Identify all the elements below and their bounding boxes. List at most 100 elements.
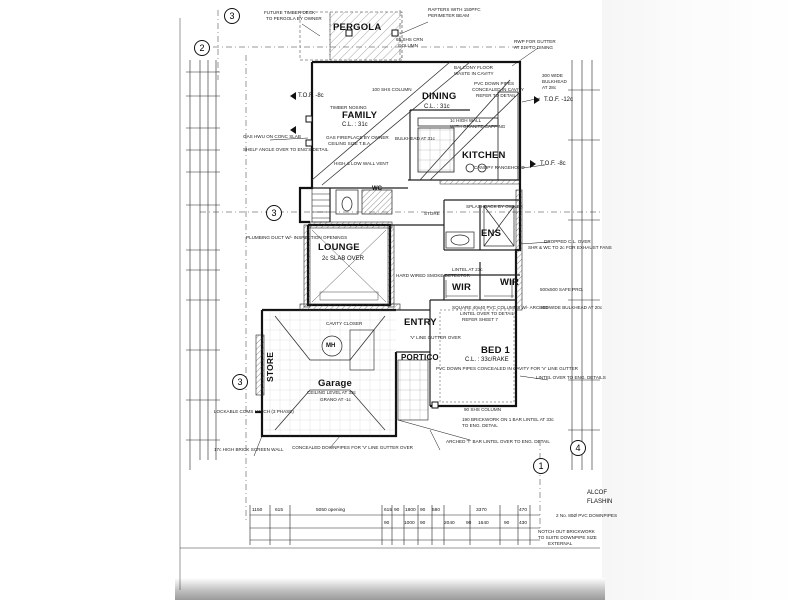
note-bulkhead-20c: 300 WIDE BULKHEAD AT 20c [540, 305, 603, 310]
note-tof-1: T.O.F. -8c [298, 93, 324, 99]
note-ceiling-size: CEILING SIZE T.B.A. [328, 141, 372, 146]
bottom-dimension-chains [249, 505, 540, 545]
room-label-dining: DINING [422, 91, 457, 102]
room-label-ens: ENS [481, 228, 502, 239]
dim-5050: 5050 opening [316, 508, 346, 513]
note-column-100: 100 SHS COLUMN [372, 87, 412, 92]
dim-615b: 615 [384, 508, 393, 513]
grid-bubble-1: 1 [533, 458, 549, 474]
right-dimension-chains [568, 60, 600, 470]
dim-90e: 90 [466, 521, 472, 526]
note-hard-wired: HARD WIRED SMOKE DETECTOR [396, 273, 470, 278]
dim-90f: 90 [504, 521, 510, 526]
dim-90c: 90 [384, 521, 390, 526]
dim-615a: 615 [275, 508, 284, 513]
note-bulkhead-at: AT 28c [542, 85, 557, 90]
stairs-family [311, 187, 331, 223]
note-concealed: CONCEALED IN CAVITY [472, 87, 524, 92]
note-column-sq: SQUARE 40x40 PVC COLUMNS W/- ARCHED [452, 305, 549, 310]
note-brickwork: 190 BRICKWORK ON 1 BAR LINTEL AT 33c [462, 417, 554, 422]
garage-detail [255, 310, 396, 436]
room-label-wir-right: WIR [500, 277, 520, 288]
grid-bubble-4: 4 [570, 440, 586, 456]
note-canopy: CANOPY RANGEHOOD [474, 165, 525, 170]
pergola-area [299, 11, 403, 61]
scan-shading-right [602, 0, 800, 600]
note-timber-nosing: TIMBER NOSING [330, 105, 367, 110]
room-label-family: FAMILY [342, 110, 378, 121]
note-future-timber: FUTURE TIMBER DECK [264, 10, 316, 15]
note-waste: WASTE IN CAVITY [454, 71, 494, 76]
note-gas-hwu: GAS HWU ON CONC SLAB [243, 134, 301, 139]
note-refer-sheet: REFER SHEET 7 [462, 317, 498, 322]
note-column-sq: 65 SHS CRN [396, 37, 424, 42]
grid-bubble-2: 2 [194, 40, 210, 56]
room-label-entry: ENTRY [404, 317, 437, 328]
note-lintel-eng: LINTEL OVER TO ENG. DETAILS [536, 375, 606, 380]
note-pvc-down-2: PVC DOWN PIPES CONCEALED IN CAVITY FOR '… [436, 366, 578, 371]
note-cavity: CAVITY CLOSER [326, 321, 363, 326]
note-v-line: 'V' LINE GUTTER OVER [410, 335, 461, 340]
note-screen-wall: 17c HIGH BRICK SCREEN WALL [214, 447, 284, 452]
left-dimension-chains [189, 60, 217, 470]
dim-90a: 90 [394, 508, 400, 513]
bottom-rule [179, 18, 600, 590]
dim-1800: 1800 [405, 508, 416, 513]
note-external: EXTERNAL [548, 541, 573, 546]
note-suite: TO SUITE DOWNPIPE SIZE [538, 535, 597, 540]
note-pvc-down: PVC DOWN PIPES [474, 81, 515, 86]
note-rwp-gutter: RWP FOR GUTTER [514, 39, 556, 44]
note-tof-3: T.O.F. -8c [540, 161, 566, 167]
lounge-ceiling: 2c SLAB OVER [322, 256, 365, 262]
dim-90d: 90 [420, 521, 426, 526]
hatched-walls [299, 179, 523, 311]
room-label-lounge: LOUNGE [318, 242, 360, 253]
note-high-low: HIGH & LOW WALL VENT [334, 161, 389, 166]
room-label-wir-left: WIR [452, 282, 472, 293]
bed1-fixtures [439, 309, 515, 403]
dining-ceiling: C.L. : 31c [424, 104, 450, 110]
room-label-store: STORE [265, 351, 275, 382]
note-rwp-gutter-2: AT 21c TO DINING [514, 45, 553, 50]
note-bulkhead-wide: 300 WIDE [542, 73, 563, 78]
note-eng-detail: TO ENG. DETAIL [462, 423, 498, 428]
dim-90b: 90 [420, 508, 426, 513]
note-column-90: 90 SHS COLUMN [464, 407, 502, 412]
wc-fixture [335, 189, 393, 215]
note-high-wall: 1c HIGH WALL [450, 118, 482, 123]
dim-2040: 2040 [444, 521, 455, 526]
grid-bubble-3-low: 3 [232, 374, 248, 390]
note-lintel-over: LINTEL OVER TO DETAIL [460, 311, 515, 316]
note-bulkhead-31c: BULKHEAD AT 31c [395, 136, 435, 141]
leader-lines [253, 21, 551, 457]
scan-shading-bottom [175, 578, 605, 600]
note-lintel-2c: LINTEL AT 23c [452, 267, 483, 272]
note-splashback: SPLASHBACK BY OWNER [466, 204, 523, 209]
dim-1640: 1640 [478, 521, 489, 526]
note-plumbing-duct: PLUMBING DUCT W/- INSPECTION OPENINGS [246, 235, 348, 240]
room-label-mh: MH [326, 343, 336, 349]
note-alcof: ALCOF [587, 490, 608, 496]
wir-shelving [445, 280, 514, 298]
note-concealed-dp: CONCEALED DOWNPIPES FOR 'V' LINE GUTTER … [292, 445, 413, 450]
dim-580: 580 [432, 508, 441, 513]
note-tof-2: T.O.F. -12c [544, 97, 574, 103]
note-to-pergola: TO PERGOLA BY OWNER [266, 16, 322, 21]
note-lockable: LOCKABLE COMS HATCH (3 PHASE) [214, 409, 294, 414]
note-balcony: BALCONY FLOOR [454, 65, 493, 70]
room-label-kitchen: KITCHEN [462, 150, 506, 161]
room-label-pergola: PERGOLA [333, 22, 382, 33]
note-gas-fireplace: GAS FIREPLACE BY OWNER [326, 135, 389, 140]
grid-bubble-3-top: 3 [224, 8, 240, 24]
dim-1150: 1150 [252, 508, 263, 513]
left-dimension-ticks [186, 71, 220, 441]
lounge-detail [311, 229, 387, 303]
note-shr-wc: SHR & WC TO 2c FOR EXHAUST FANS [528, 245, 612, 250]
room-label-bed1: BED 1 [481, 345, 510, 356]
note-dia-pvc: 2 No. 80Ø PVC DOWNPIPES [556, 513, 618, 518]
note-flash: FLASHIN [587, 499, 613, 505]
dim-470: 470 [519, 508, 528, 513]
bed1-ceiling: C.L. : 33c/RAKE [465, 357, 509, 363]
